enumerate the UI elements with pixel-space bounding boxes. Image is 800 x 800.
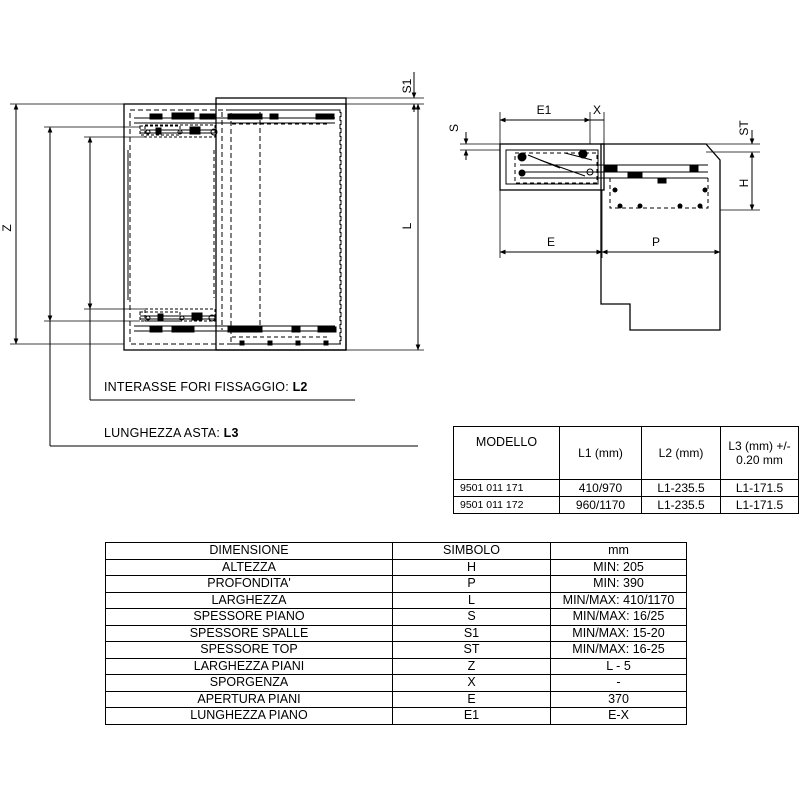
- dim-st-label: ST: [737, 120, 751, 136]
- interasse-text: INTERASSE FORI FISSAGGIO:: [104, 380, 293, 394]
- dimension-symbol: S1: [392, 624, 551, 642]
- model-table-header: MODELLO L1 (mm) L2 (mm) L3 (mm) +/- 0.20…: [453, 426, 799, 480]
- dimension-symbol: E: [392, 690, 551, 708]
- dimension-value: E-X: [550, 707, 687, 725]
- model-l1: 960/1170: [559, 496, 642, 514]
- header-modello: MODELLO: [453, 426, 560, 480]
- dim-e1-label: E1: [537, 103, 552, 117]
- header-dimensione: DIMENSIONE: [105, 542, 393, 560]
- door-panel: [215, 97, 347, 351]
- table-row: SPESSORE SPALLE S1 MIN/MAX: 15-20: [105, 624, 687, 642]
- dimension-name: SPESSORE SPALLE: [105, 624, 393, 642]
- dimension-table: DIMENSIONE SIMBOLO mm ALTEZZA H MIN: 205…: [105, 542, 687, 725]
- dim-l-label: L: [400, 222, 414, 229]
- interasse-label: INTERASSE FORI FISSAGGIO: L2: [104, 380, 308, 394]
- dimension-table-header: DIMENSIONE SIMBOLO mm: [105, 542, 687, 560]
- table-row: APERTURA PIANI E 370: [105, 690, 687, 708]
- dimension-symbol: ST: [392, 641, 551, 659]
- model-code: 9501 011 171: [453, 479, 560, 497]
- table-row: SPESSORE PIANO S MIN/MAX: 16/25: [105, 608, 687, 626]
- dimension-value: MIN/MAX: 410/1170: [550, 591, 687, 609]
- dimension-symbol: S: [392, 608, 551, 626]
- dimension-name: LUNGHEZZA PIANO: [105, 707, 393, 725]
- dim-x-label: X: [593, 103, 601, 117]
- side-drawer-front: [499, 143, 605, 191]
- dim-s-label: S: [447, 124, 461, 132]
- dimension-name: LARGHEZZA: [105, 591, 393, 609]
- model-l2: L1-235.5: [641, 496, 721, 514]
- dimension-name: SPORGENZA: [105, 674, 393, 692]
- dimension-name: LARGHEZZA PIANI: [105, 657, 393, 675]
- dimension-symbol: L: [392, 591, 551, 609]
- header-l2: L2 (mm): [641, 426, 721, 480]
- dimension-value: 370: [550, 690, 687, 708]
- model-l1: 410/970: [559, 479, 642, 497]
- table-row: 9501 011 172 960/1170 L1-235.5 L1-171.5: [453, 496, 799, 514]
- model-table: MODELLO L1 (mm) L2 (mm) L3 (mm) +/- 0.20…: [453, 426, 799, 514]
- table-row: PROFONDITA' P MIN: 390: [105, 575, 687, 593]
- table-row: LARGHEZZA PIANI Z L - 5: [105, 657, 687, 675]
- dimension-value: MIN/MAX: 16/25: [550, 608, 687, 626]
- door-inner-dashed: [230, 109, 342, 345]
- model-code: 9501 011 172: [453, 496, 560, 514]
- dim-e-label: E: [547, 235, 555, 249]
- dimension-symbol: Z: [392, 657, 551, 675]
- table-row: 9501 011 171 410/970 L1-235.5 L1-171.5: [453, 479, 799, 497]
- side-cabinet-outline: [600, 143, 721, 331]
- header-simbolo: SIMBOLO: [392, 542, 551, 560]
- header-l3: L3 (mm) +/- 0.20 mm: [720, 426, 799, 480]
- dim-z-label: Z: [0, 224, 14, 231]
- top-rail: [134, 112, 335, 138]
- dimension-value: L - 5: [550, 657, 687, 675]
- table-row: SPESSORE TOP ST MIN/MAX: 16-25: [105, 641, 687, 659]
- table-row: SPORGENZA X -: [105, 674, 687, 692]
- dimension-name: APERTURA PIANI: [105, 690, 393, 708]
- interasse-symbol: L2: [292, 380, 308, 394]
- dimension-value: MIN/MAX: 15-20: [550, 624, 687, 642]
- lunghezza-asta-text: LUNGHEZZA ASTA:: [104, 426, 224, 440]
- header-l1: L1 (mm): [559, 426, 642, 480]
- dim-h-label: H: [737, 179, 751, 188]
- dimension-symbol: P: [392, 575, 551, 593]
- dimension-value: -: [550, 674, 687, 692]
- front-view: [10, 72, 424, 447]
- dimension-value: MIN: 390: [550, 575, 687, 593]
- dimension-symbol: H: [392, 558, 551, 576]
- dimension-value: MIN/MAX: 16-25: [550, 641, 687, 659]
- dimension-name: ALTEZZA: [105, 558, 393, 576]
- lunghezza-asta-label: LUNGHEZZA ASTA: L3: [104, 426, 239, 440]
- model-l2: L1-235.5: [641, 479, 721, 497]
- table-row: LUNGHEZZA PIANO E1 E-X: [105, 707, 687, 725]
- model-l3: L1-171.5: [720, 479, 799, 497]
- dim-s1-label: S1: [400, 78, 414, 93]
- header-mm: mm: [550, 542, 687, 560]
- table-row: ALTEZZA H MIN: 205: [105, 558, 687, 576]
- dimension-name: SPESSORE PIANO: [105, 608, 393, 626]
- table-row: LARGHEZZA L MIN/MAX: 410/1170: [105, 591, 687, 609]
- side-view: [460, 112, 760, 331]
- bottom-rail: [134, 308, 337, 346]
- lunghezza-asta-symbol: L3: [223, 426, 239, 440]
- dimension-name: PROFONDITA': [105, 575, 393, 593]
- model-l3: L1-171.5: [720, 496, 799, 514]
- dimension-name: SPESSORE TOP: [105, 641, 393, 659]
- cabinet-outline: [123, 103, 347, 351]
- dimension-symbol: E1: [392, 707, 551, 725]
- dim-p-label: P: [652, 235, 660, 249]
- dimension-value: MIN: 205: [550, 558, 687, 576]
- dimension-symbol: X: [392, 674, 551, 692]
